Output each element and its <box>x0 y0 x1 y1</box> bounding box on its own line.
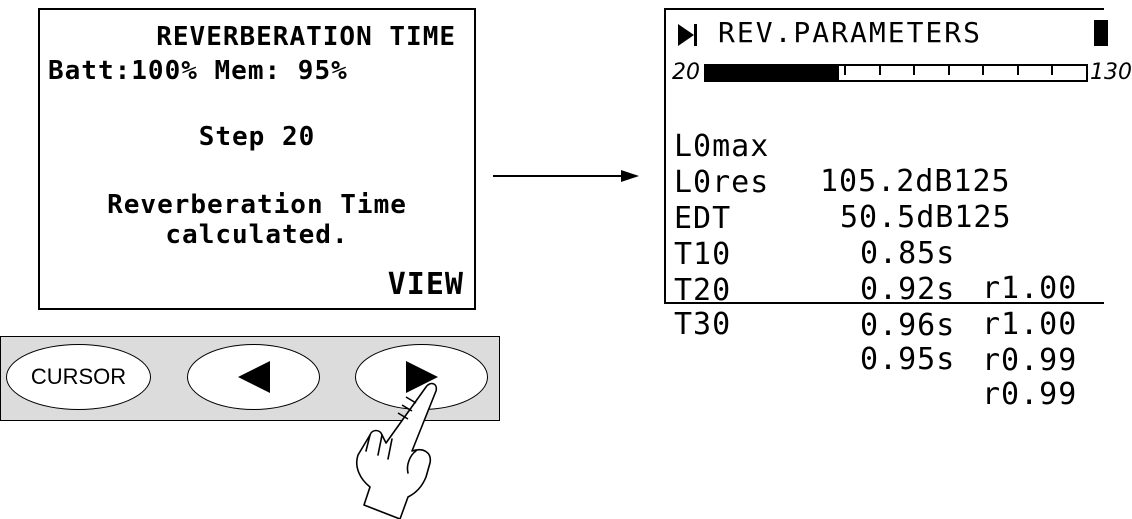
step-indicator: Step 20 <box>198 122 316 152</box>
bar-tick <box>809 66 812 75</box>
param-value: 50.5dB125 <box>840 200 1012 235</box>
left-arrow-button[interactable] <box>187 344 320 410</box>
param-correlation: r1.00 <box>982 307 1078 342</box>
param-row-t30: T30 0.95s r0.99 <box>674 272 1076 447</box>
cursor-button-label: CURSOR <box>30 364 127 389</box>
param-row-l0max: L0max 105.2dB125 <box>674 94 1010 234</box>
bar-tick <box>878 66 881 75</box>
param-row-t10: T10 0.92s r1.00 <box>674 202 1076 377</box>
view-softkey[interactable]: VIEW <box>387 267 464 302</box>
bar-tick <box>947 66 950 75</box>
bar-tick <box>740 66 743 75</box>
right-triangle-icon <box>405 361 438 393</box>
battery-icon <box>1094 20 1108 46</box>
screen-title: REV.PARAMETERS <box>718 16 983 49</box>
param-name: T10 <box>674 237 732 272</box>
pointing-hand-icon <box>355 382 438 519</box>
param-value: 105.2dB125 <box>820 164 1011 199</box>
param-value: 0.85s <box>860 236 956 271</box>
param-correlation: r0.99 <box>982 377 1078 412</box>
bar-min-label: 20 <box>672 60 700 85</box>
bar-max-label: 130 <box>1090 60 1132 85</box>
play-bar-icon <box>678 24 697 46</box>
param-value: 0.96s <box>860 308 956 343</box>
param-name: T30 <box>674 307 732 342</box>
param-row-edt: EDT 0.85s r1.00 <box>674 166 1076 341</box>
param-value: 0.92s <box>860 272 956 307</box>
param-name: T20 <box>674 273 732 308</box>
param-correlation: r1.00 <box>982 271 1078 306</box>
param-value: 0.95s <box>860 342 956 377</box>
left-triangle-icon <box>237 361 270 393</box>
message-line-2: calculated. <box>165 220 349 250</box>
param-name: L0max <box>674 129 770 164</box>
param-name: L0res <box>674 165 770 200</box>
right-arrow-icon <box>493 170 639 182</box>
bar-tick <box>775 66 778 75</box>
bar-tick <box>913 66 916 75</box>
bar-tick <box>982 66 985 75</box>
bar-track <box>704 64 1088 82</box>
message-line-1: Reverberation Time <box>107 190 407 220</box>
level-bar: 20 130 <box>666 56 1132 88</box>
screen-title: REVERBERATION TIME <box>156 22 456 52</box>
bar-tick <box>1016 66 1019 75</box>
bar-tick <box>1051 66 1054 75</box>
bar-tick <box>844 66 847 75</box>
rev-parameters-screen: REV.PARAMETERS 20 130 L0max 105.2dB125 L… <box>664 8 1132 412</box>
param-correlation: r0.99 <box>982 343 1078 378</box>
battery-memory-status: Batt:100% Mem: 95% <box>48 56 348 86</box>
param-row-l0res: L0res 50.5dB125 <box>674 130 1011 270</box>
reverberation-time-screen: REVERBERATION TIME Batt:100% Mem: 95% St… <box>38 8 476 310</box>
param-row-t20: T20 0.96s r0.99 <box>674 238 1076 413</box>
cursor-button[interactable]: CURSOR <box>6 344 151 410</box>
param-name: EDT <box>674 201 732 236</box>
bar-fill <box>706 66 839 80</box>
